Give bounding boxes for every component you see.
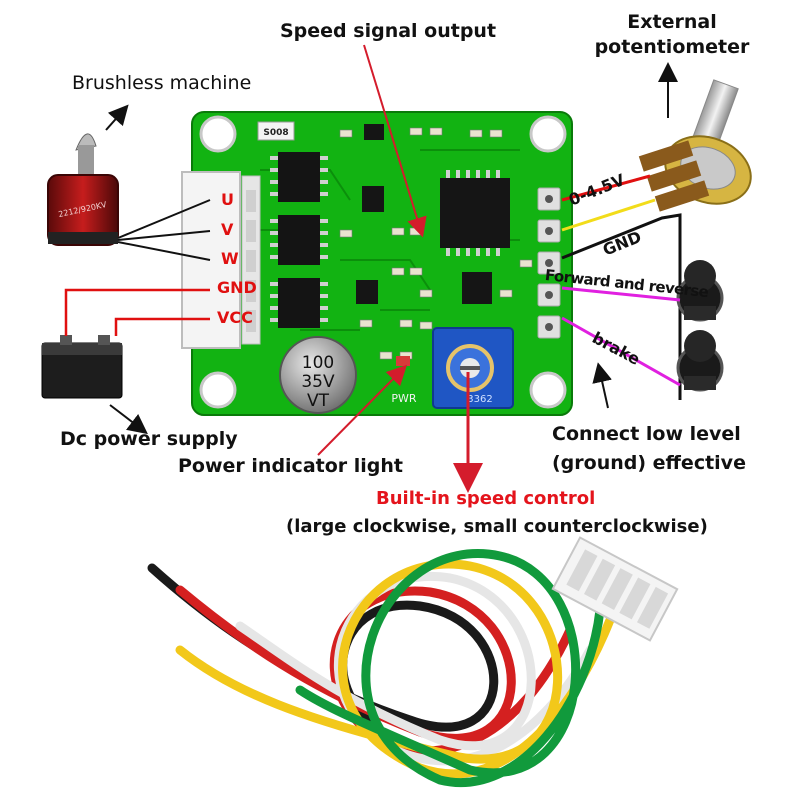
mounting-hole bbox=[199, 371, 237, 409]
chip-marking: S008 bbox=[263, 128, 288, 138]
mounting-hole bbox=[529, 115, 567, 153]
pin-label-w: W bbox=[221, 249, 239, 268]
pin-label-v: V bbox=[221, 220, 234, 239]
label-connect-low-level: Connect low level (ground) effective bbox=[552, 420, 746, 478]
external-pot-line1: External bbox=[627, 11, 717, 33]
label-power-indicator-light: Power indicator light bbox=[178, 455, 403, 477]
mounting-hole bbox=[199, 115, 237, 153]
controller-ic bbox=[440, 170, 510, 256]
label-external-potentiometer: External potentiometer bbox=[592, 10, 752, 60]
pot-marking: 3362 bbox=[467, 394, 492, 405]
capacitor-line: 35V bbox=[301, 372, 335, 392]
pin-label-u: U bbox=[221, 190, 234, 209]
label-dc-power-supply: Dc power supply bbox=[60, 428, 238, 450]
mounting-hole bbox=[529, 371, 567, 409]
external-pot-line2: potentiometer bbox=[594, 36, 750, 58]
connect-low-line1: Connect low level bbox=[552, 423, 741, 445]
potentiometer-icon bbox=[638, 79, 752, 212]
pwr-marking: PWR bbox=[391, 392, 417, 405]
mosfet-chip bbox=[270, 152, 328, 328]
label-speed-control-note: (large clockwise, small counterclockwise… bbox=[286, 516, 708, 537]
harness-connector bbox=[551, 536, 679, 642]
trimmer-potentiometer[interactable]: 3362 bbox=[432, 327, 514, 409]
capacitor-line: 100 bbox=[302, 353, 334, 373]
pin-label-vcc: VCC bbox=[217, 308, 253, 327]
push-button-icon[interactable] bbox=[676, 260, 724, 322]
label-built-in-speed-control: Built-in speed control bbox=[376, 488, 596, 509]
battery-icon bbox=[41, 335, 123, 399]
push-button-icon[interactable] bbox=[676, 330, 724, 392]
pin-label-gnd: GND bbox=[217, 278, 257, 297]
connect-low-line2: (ground) effective bbox=[552, 452, 746, 474]
brushless-motor-icon: 2212/920KV bbox=[47, 133, 119, 246]
wire-harness-icon bbox=[147, 549, 615, 787]
electrolytic-capacitor: 100 35V VT bbox=[279, 336, 357, 414]
capacitor-line: VT bbox=[307, 391, 330, 411]
label-brushless-machine: Brushless machine bbox=[72, 72, 252, 94]
label-speed-signal-output: Speed signal output bbox=[280, 20, 497, 42]
